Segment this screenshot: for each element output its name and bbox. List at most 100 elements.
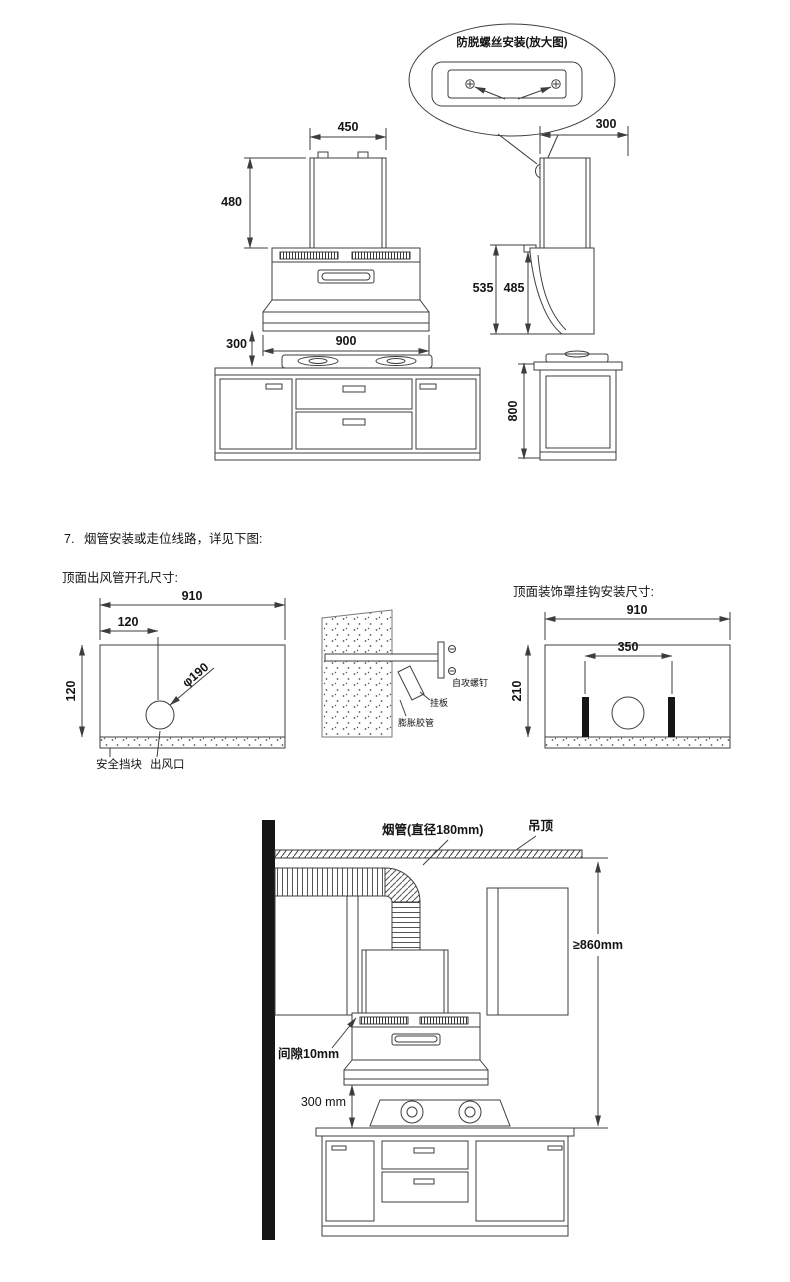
outlet-hole [145,700,175,730]
control-panel [317,269,375,284]
dim-120-depth: 120 [64,644,85,738]
svg-text:300 mm: 300 mm [301,1095,346,1109]
base-drawer-1 [381,1140,469,1170]
wall-bar [262,820,275,1240]
duct-opening-drawing: 顶面出风管开孔尺寸: 910 120 120 φ190 安全挡块 出风口 [62,570,286,771]
screw-bottom-icon [448,667,456,675]
counter-strip [99,736,286,749]
svg-text:≥860mm: ≥860mm [573,938,623,952]
dim-900: 900 [262,334,430,356]
svg-text:485: 485 [504,281,525,295]
screw-right-icon [551,79,561,89]
burner-left-bottom [400,1100,424,1124]
hook-mount-drawing: 顶面装饰罩挂钩安装尺寸: 910 210 350 [510,584,731,749]
cover-panel-outline [544,644,731,749]
cabinet-right-door [415,378,477,450]
base-left-door [325,1140,375,1222]
counter-strip-right [544,736,731,749]
screw-detail-callout: 防脱螺丝安装(放大图) [408,23,616,179]
dim-910-right: 910 [544,603,731,640]
upper-cabinet-left [274,887,359,1016]
section-heading: 7. 烟管安装或走位线路，详见下图: [64,531,262,546]
svg-text:910: 910 [627,603,648,617]
hood-top-detail [431,61,583,107]
top-panel-outline [99,644,286,749]
duct-label: 烟管(直径180mm) [382,822,483,837]
right-door-handle [419,383,437,390]
left-door-handle [265,383,283,390]
bracket [397,665,425,701]
callout-ellipse [408,23,616,137]
anchor-label: 膨胀胶管 [398,717,434,728]
outlet-label: 出风口 [150,757,185,771]
burner-right-bottom [458,1100,482,1124]
screw-left-icon [465,79,475,89]
hanging-plate [437,641,445,679]
callout-leader-left [497,133,538,165]
duct-elbow [384,867,421,903]
svg-text:480: 480 [221,195,242,209]
svg-text:900: 900 [336,334,357,348]
safety-block-label: 安全挡块 [96,757,142,771]
installation-diagram: 烟管(直径180mm) 吊顶 ≥860mm 间隙10mm [262,819,623,1240]
dim-480: 480 [221,157,306,249]
dim-min-height: ≥860mm [573,857,623,1129]
plate-label: 挂板 [430,697,448,708]
base-cabinet-side [539,369,617,461]
hood-bottom-panel [262,311,430,324]
cabinet-left-door [219,378,293,450]
screw-label: 自攻螺钉 [452,677,488,688]
hook-right [668,697,675,737]
svg-text:300: 300 [596,117,617,131]
hood-side-view: 300 535 485 800 [473,117,629,461]
section-title: 烟管安装或走位线路，详见下图: [84,531,262,546]
svg-text:120: 120 [118,615,139,629]
burner-right [375,356,417,366]
dim-450: 450 [309,120,387,150]
base-right-door [475,1140,565,1222]
mounting-rod [324,653,444,662]
dim-300-depth: 300 [539,117,629,156]
hood-bottom-lip [262,322,430,332]
burner-left [297,356,339,366]
hook-left [582,697,589,737]
hood-chimney [361,949,449,1014]
svg-text:350: 350 [618,640,639,654]
base-drawer-2 [381,1171,469,1203]
gas-cooktop [369,1099,511,1127]
base-cabinet-front [214,367,481,461]
dim-120-offset: 120 [99,615,159,700]
cooktop-front [281,354,433,369]
countertop-side [533,361,623,371]
svg-text:450: 450 [338,120,359,134]
dim-350: 350 [584,640,673,694]
drawer-2-handle [342,418,366,426]
svg-text:535: 535 [473,281,494,295]
dim-535: 535 [473,244,562,335]
ceiling [274,849,583,859]
ceiling-label: 吊顶 [528,819,554,833]
dim-300-gap: 300 [226,330,255,367]
hook-mount-title: 顶面装饰罩挂钩安装尺寸: [513,584,654,599]
duct-opening-title: 顶面出风管开孔尺寸: [62,570,178,585]
svg-text:300: 300 [226,337,247,351]
svg-text:120: 120 [64,681,78,702]
callout-label: 防脱螺丝安装(放大图) [456,35,567,49]
duct-vertical [391,901,421,953]
cabinet-drawer-1 [295,378,413,410]
dim-210: 210 [510,644,531,738]
chimney-front [309,157,387,249]
hood-side-profile [529,247,595,335]
countertop [315,1127,575,1137]
dim-800: 800 [506,362,540,460]
wall-section [321,609,393,738]
svg-text:800: 800 [506,401,520,422]
chimney-side [539,157,591,249]
drawer-1-handle [342,385,366,393]
dim-300mm: 300 mm [301,1084,355,1129]
duct-hole [611,696,645,730]
svg-text:910: 910 [182,589,203,603]
gap-label: 间隙10mm [278,1046,339,1061]
upper-cabinet-right [486,887,569,1016]
